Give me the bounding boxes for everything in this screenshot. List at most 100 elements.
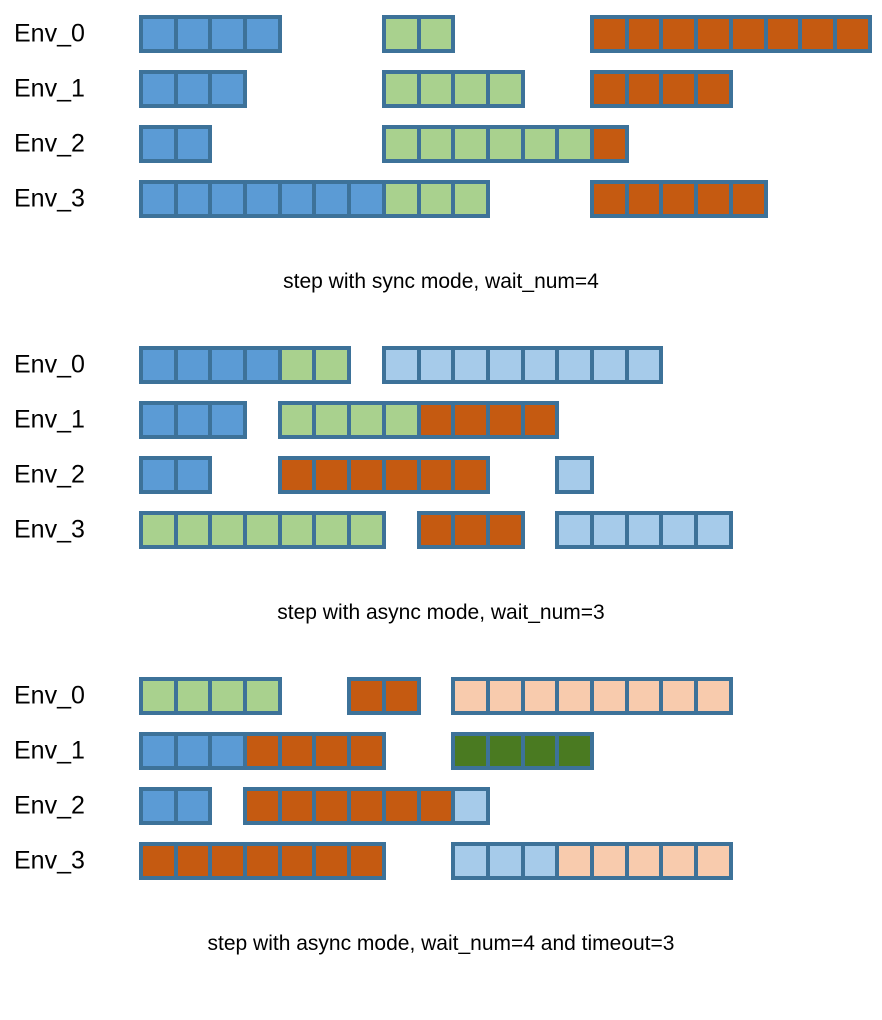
step-cell-green[interactable] bbox=[316, 404, 348, 435]
step-cell-blue[interactable] bbox=[212, 735, 244, 766]
step-cell-orange[interactable] bbox=[385, 680, 417, 711]
step-block[interactable] bbox=[381, 345, 664, 384]
step-cell-blue[interactable] bbox=[143, 735, 174, 766]
step-cell-green[interactable] bbox=[420, 73, 452, 104]
step-cell-orange[interactable] bbox=[732, 18, 764, 49]
step-cell-orange[interactable] bbox=[698, 18, 729, 49]
step-cell-orange[interactable] bbox=[281, 845, 313, 876]
step-block[interactable] bbox=[277, 400, 560, 439]
step-cell-green[interactable] bbox=[281, 404, 313, 435]
step-cell-blue[interactable] bbox=[351, 183, 382, 214]
step-cell-orange[interactable] bbox=[698, 73, 729, 104]
step-cell-lightblue[interactable] bbox=[698, 514, 729, 545]
step-block[interactable] bbox=[555, 455, 595, 494]
step-cell-orange[interactable] bbox=[767, 18, 799, 49]
step-cell-green[interactable] bbox=[455, 183, 486, 214]
step-cell-blue[interactable] bbox=[143, 128, 174, 159]
step-cell-orange[interactable] bbox=[143, 845, 174, 876]
step-cell-lightblue[interactable] bbox=[385, 349, 417, 380]
step-cell-blue[interactable] bbox=[143, 18, 174, 49]
step-cell-green[interactable] bbox=[177, 514, 209, 545]
step-cell-blue[interactable] bbox=[177, 18, 209, 49]
step-cell-peach[interactable] bbox=[663, 680, 695, 711]
step-cell-lightblue[interactable] bbox=[594, 349, 625, 380]
step-cell-green[interactable] bbox=[385, 73, 417, 104]
step-block[interactable] bbox=[139, 731, 386, 770]
step-cell-green[interactable] bbox=[316, 514, 348, 545]
step-block[interactable] bbox=[451, 731, 595, 770]
step-cell-orange[interactable] bbox=[628, 18, 660, 49]
step-cell-blue[interactable] bbox=[281, 183, 313, 214]
step-cell-blue[interactable] bbox=[177, 128, 209, 159]
step-cell-green[interactable] bbox=[351, 404, 382, 435]
step-cell-orange[interactable] bbox=[489, 514, 521, 545]
step-cell-orange[interactable] bbox=[455, 459, 486, 490]
step-block[interactable] bbox=[555, 510, 733, 549]
step-cell-blue[interactable] bbox=[143, 73, 174, 104]
step-cell-green[interactable] bbox=[385, 404, 417, 435]
step-cell-blue[interactable] bbox=[143, 790, 174, 821]
step-cell-lightblue[interactable] bbox=[489, 845, 521, 876]
step-cell-peach[interactable] bbox=[594, 845, 625, 876]
step-cell-blue[interactable] bbox=[177, 735, 209, 766]
step-cell-green[interactable] bbox=[385, 128, 417, 159]
step-cell-peach[interactable] bbox=[594, 680, 625, 711]
step-block[interactable] bbox=[139, 179, 490, 218]
step-cell-green[interactable] bbox=[420, 128, 452, 159]
step-cell-orange[interactable] bbox=[420, 459, 452, 490]
step-cell-lightblue[interactable] bbox=[524, 349, 556, 380]
step-cell-green[interactable] bbox=[212, 680, 244, 711]
step-cell-peach[interactable] bbox=[455, 680, 486, 711]
step-cell-orange[interactable] bbox=[351, 845, 382, 876]
step-cell-green[interactable] bbox=[385, 183, 417, 214]
step-cell-lightblue[interactable] bbox=[420, 349, 452, 380]
step-cell-orange[interactable] bbox=[524, 404, 556, 435]
step-cell-lightblue[interactable] bbox=[455, 349, 486, 380]
step-cell-blue[interactable] bbox=[212, 349, 244, 380]
step-cell-orange[interactable] bbox=[281, 735, 313, 766]
step-cell-green[interactable] bbox=[559, 128, 591, 159]
step-cell-orange[interactable] bbox=[489, 404, 521, 435]
step-cell-orange[interactable] bbox=[316, 735, 348, 766]
step-block[interactable] bbox=[347, 676, 421, 715]
step-cell-lightblue[interactable] bbox=[559, 459, 591, 490]
step-cell-green[interactable] bbox=[281, 514, 313, 545]
step-cell-orange[interactable] bbox=[594, 18, 625, 49]
step-cell-blue[interactable] bbox=[143, 404, 174, 435]
step-block[interactable] bbox=[590, 179, 768, 218]
step-cell-orange[interactable] bbox=[663, 183, 695, 214]
step-cell-darkgreen[interactable] bbox=[559, 735, 591, 766]
step-cell-orange[interactable] bbox=[351, 459, 382, 490]
step-cell-blue[interactable] bbox=[177, 73, 209, 104]
step-block[interactable] bbox=[277, 455, 490, 494]
step-block[interactable] bbox=[139, 676, 282, 715]
step-cell-blue[interactable] bbox=[143, 459, 174, 490]
step-cell-orange[interactable] bbox=[316, 790, 348, 821]
step-cell-peach[interactable] bbox=[663, 845, 695, 876]
step-block[interactable] bbox=[381, 14, 456, 53]
step-cell-orange[interactable] bbox=[698, 183, 729, 214]
step-cell-blue[interactable] bbox=[212, 404, 244, 435]
step-cell-orange[interactable] bbox=[247, 735, 278, 766]
step-cell-orange[interactable] bbox=[420, 790, 452, 821]
step-cell-lightblue[interactable] bbox=[559, 349, 591, 380]
step-cell-blue[interactable] bbox=[143, 349, 174, 380]
step-cell-orange[interactable] bbox=[385, 790, 417, 821]
step-cell-green[interactable] bbox=[385, 18, 417, 49]
step-block[interactable] bbox=[139, 69, 248, 108]
step-block[interactable] bbox=[381, 124, 629, 163]
step-cell-green[interactable] bbox=[281, 349, 313, 380]
step-block[interactable] bbox=[381, 69, 525, 108]
step-cell-orange[interactable] bbox=[836, 18, 868, 49]
step-cell-lightblue[interactable] bbox=[663, 514, 695, 545]
step-cell-green[interactable] bbox=[177, 680, 209, 711]
step-block[interactable] bbox=[243, 786, 490, 825]
step-block[interactable] bbox=[139, 345, 352, 384]
step-cell-green[interactable] bbox=[524, 128, 556, 159]
step-block[interactable] bbox=[139, 510, 386, 549]
step-cell-orange[interactable] bbox=[281, 790, 313, 821]
step-cell-green[interactable] bbox=[455, 73, 486, 104]
step-cell-orange[interactable] bbox=[177, 845, 209, 876]
step-cell-blue[interactable] bbox=[143, 183, 174, 214]
step-cell-peach[interactable] bbox=[559, 680, 591, 711]
